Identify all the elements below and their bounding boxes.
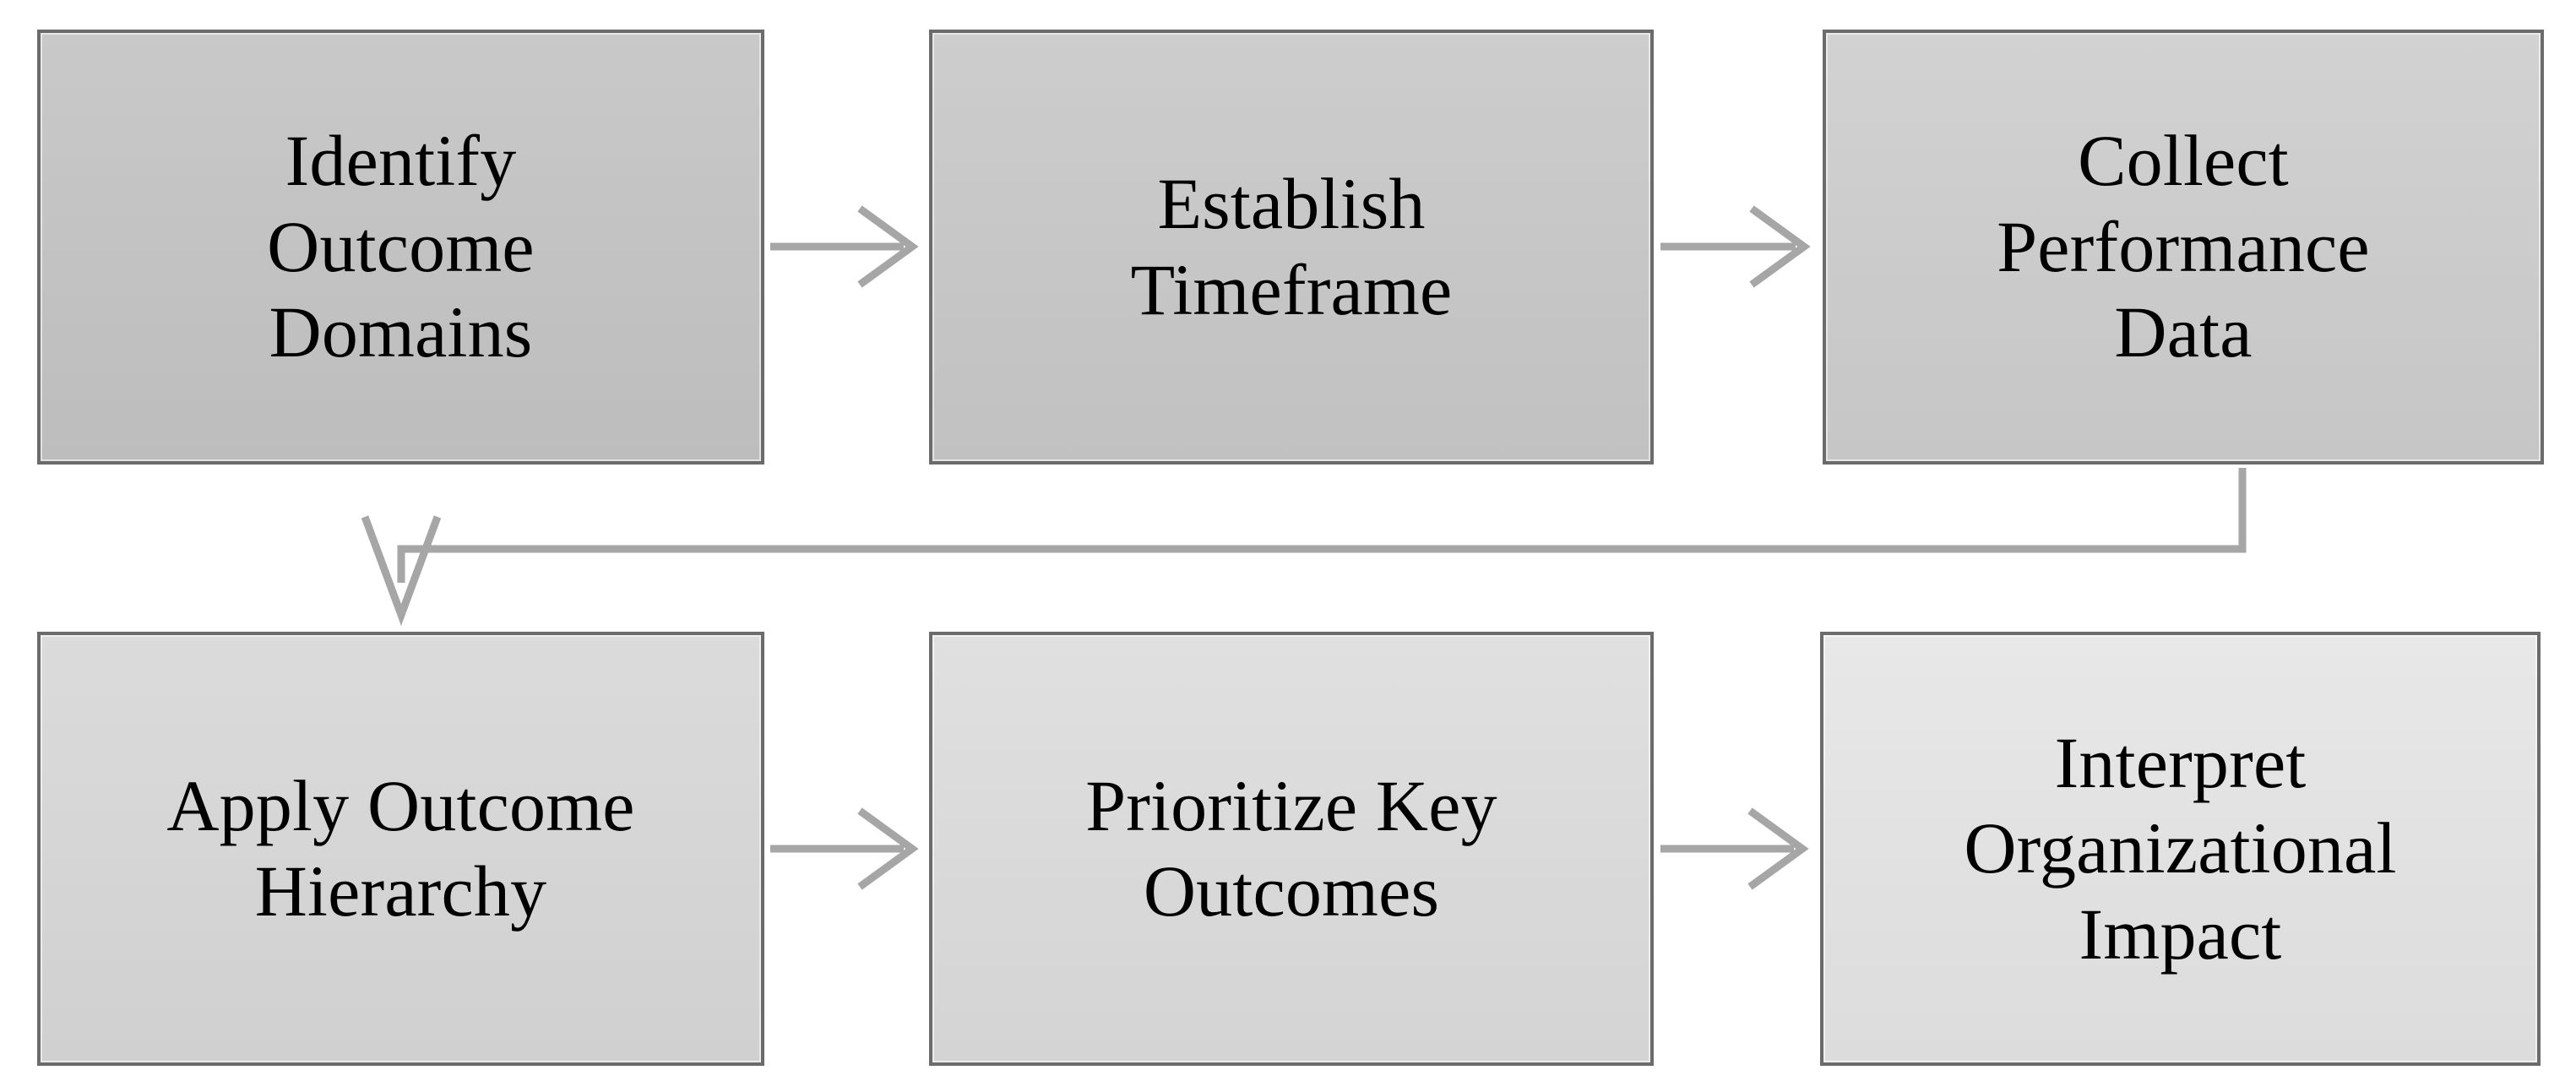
connector-apply-to-prioritize <box>770 807 919 890</box>
process-node-collect-performance-data[interactable]: Collect Performance Data <box>1823 30 2544 465</box>
process-node-identify-outcome-domains[interactable]: Identify Outcome Domains <box>37 30 764 465</box>
process-node-apply-outcome-hierarchy[interactable]: Apply Outcome Hierarchy <box>37 632 764 1066</box>
process-node-label: Apply Outcome Hierarchy <box>166 764 635 932</box>
connector-establish-to-collect <box>1660 205 1811 288</box>
connector-identify-to-establish <box>770 205 919 288</box>
process-node-label: Prioritize Key Outcomes <box>1085 764 1497 932</box>
process-node-prioritize-key-outcomes[interactable]: Prioritize Key Outcomes <box>929 632 1654 1066</box>
process-node-interpret-organizational-impact[interactable]: Interpret Organizational Impact <box>1820 632 2541 1066</box>
process-node-establish-timeframe[interactable]: Establish Timeframe <box>929 30 1654 465</box>
process-node-label: Interpret Organizational Impact <box>1964 721 2397 975</box>
process-node-label: Establish Timeframe <box>1130 163 1453 330</box>
process-node-label: Identify Outcome Domains <box>267 120 535 373</box>
connector-collect-to-apply <box>361 468 2247 626</box>
connector-prioritize-to-interpret <box>1660 807 1809 890</box>
process-node-label: Collect Performance Data <box>1997 120 2370 373</box>
